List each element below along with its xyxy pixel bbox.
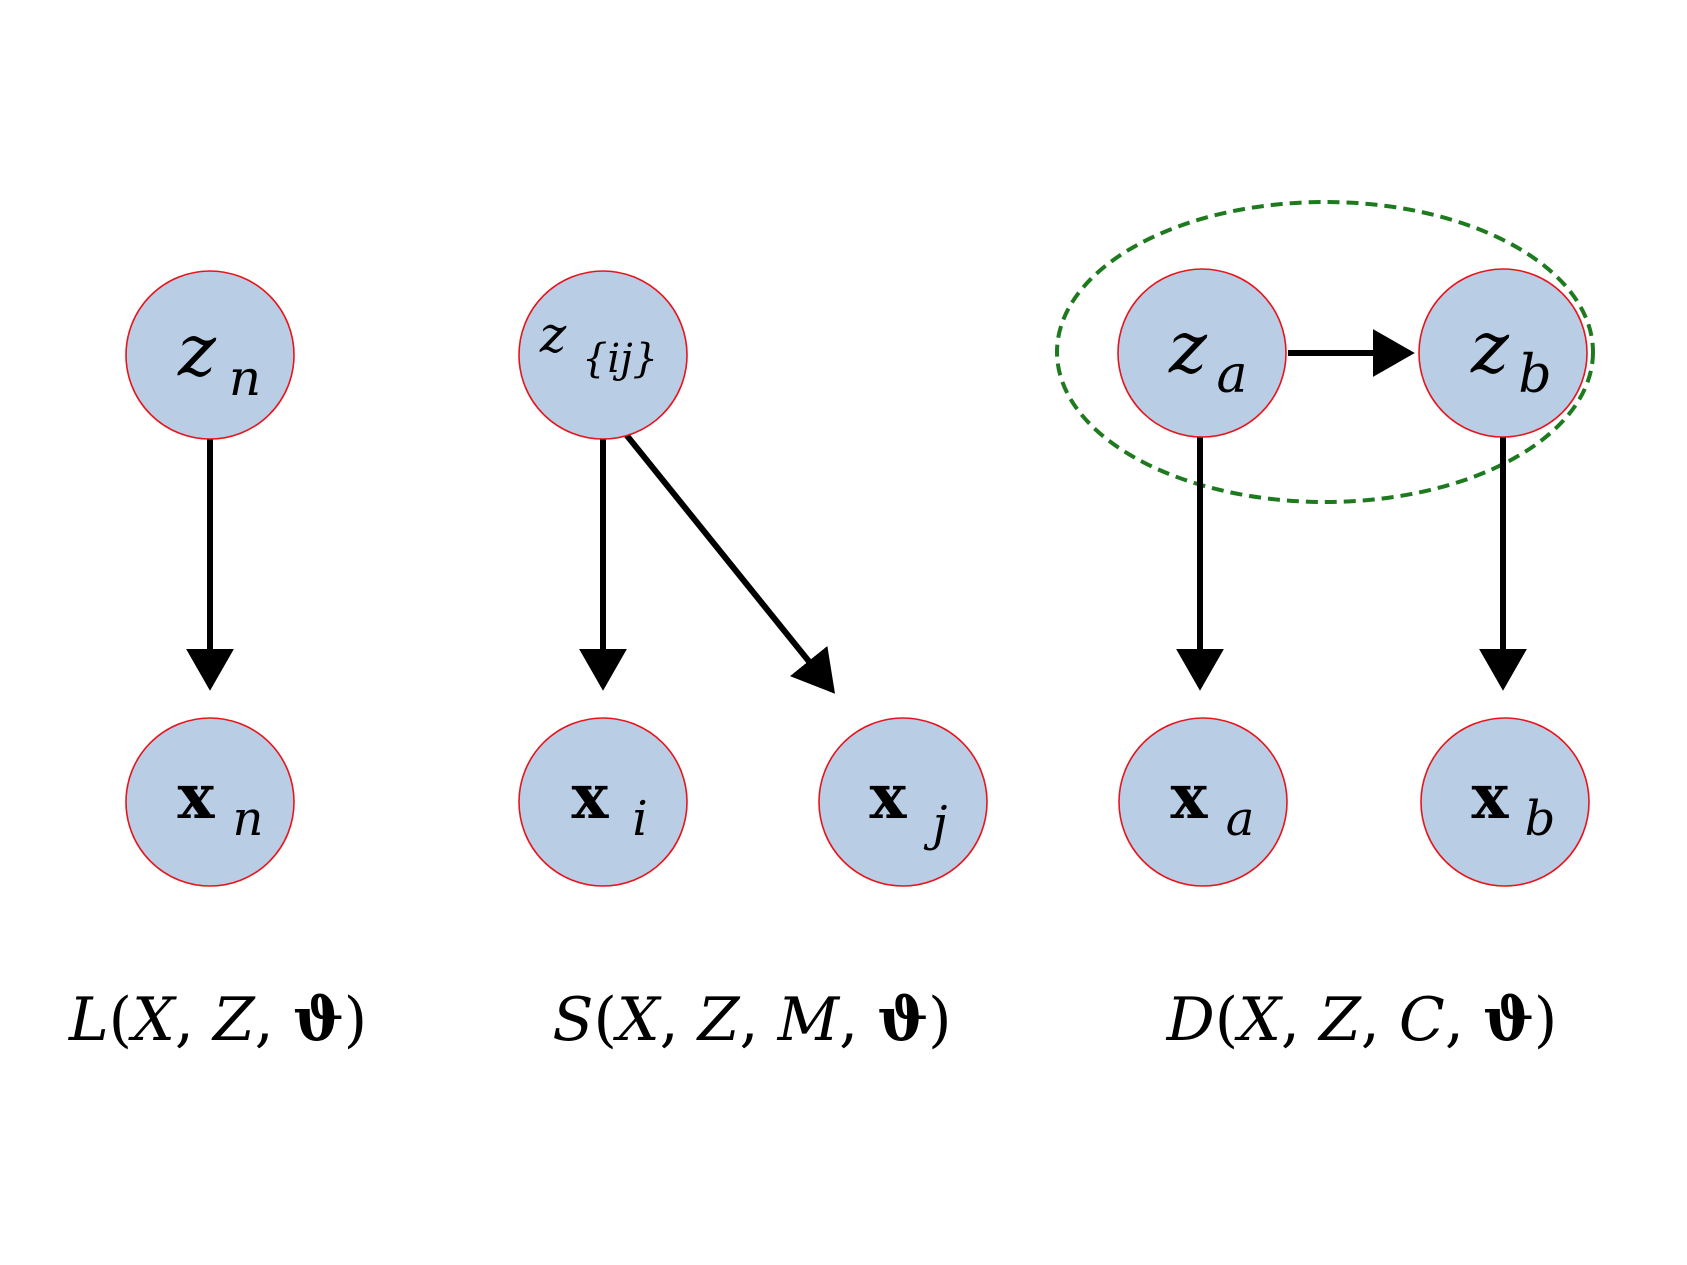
caption-d-arg-x: X	[1234, 985, 1283, 1055]
node-zb: z b	[1418, 268, 1588, 438]
panel-dependent-model: z a z b x a x b D(X, Z, C, ϑ)	[1055, 200, 1595, 1055]
node-xj: x j	[818, 717, 988, 887]
panel-shared-model: z {ij} x i x j S(X, Z, M, ϑ)	[518, 270, 988, 1055]
node-xn-base: x	[178, 760, 216, 833]
node-zij-base: z	[539, 306, 567, 364]
caption-shared-model: S(X, Z, M, ϑ)	[552, 985, 951, 1055]
node-zn-base: z	[177, 308, 217, 392]
node-zb-sub: b	[1518, 345, 1551, 405]
caption-latent-model: L(X, Z, ϑ)	[68, 985, 367, 1055]
caption-s-symbol: S	[552, 985, 593, 1055]
caption-l-arg-z: Z	[211, 985, 256, 1055]
node-za-sub: a	[1216, 345, 1247, 405]
node-xb-base: x	[1472, 760, 1510, 833]
node-xa: x a	[1118, 717, 1288, 887]
node-zij: z {ij}	[518, 270, 688, 440]
node-zn-sub: n	[229, 349, 261, 407]
node-xi-base: x	[572, 760, 610, 833]
node-za: z a	[1117, 268, 1287, 438]
caption-l-arg-x: X	[128, 985, 177, 1055]
caption-d-arg-z: Z	[1317, 985, 1362, 1055]
group-outline-za-zb	[1055, 200, 1595, 504]
caption-s-arg-theta: ϑ	[877, 985, 928, 1055]
node-xi: x i	[518, 717, 688, 887]
node-za-base: z	[1168, 305, 1208, 389]
caption-d-arg-c: C	[1399, 985, 1445, 1055]
node-xi-sub: i	[632, 791, 647, 847]
caption-l-symbol: L	[68, 985, 109, 1055]
caption-s-arg-z: Z	[696, 985, 741, 1055]
edge-zij-to-xj	[621, 430, 836, 694]
node-zij-sub: {ij}	[582, 336, 658, 382]
node-xa-sub: a	[1226, 791, 1255, 847]
node-xn: x n	[125, 717, 295, 887]
caption-d-symbol: D	[1166, 985, 1215, 1055]
node-xb-sub: b	[1525, 791, 1556, 847]
caption-d-arg-theta: ϑ	[1483, 985, 1534, 1055]
caption-l-arg-theta: ϑ	[293, 985, 344, 1055]
node-zb-base: z	[1470, 305, 1510, 389]
node-zn: z n	[125, 270, 295, 440]
caption-s-arg-m: M	[777, 985, 841, 1055]
node-xb: x b	[1420, 717, 1590, 887]
node-xn-sub: n	[233, 791, 264, 847]
node-xa-base: x	[1171, 760, 1209, 833]
caption-dependent-model: D(X, Z, C, ϑ)	[1166, 985, 1558, 1055]
caption-s-arg-x: X	[613, 985, 662, 1055]
node-xj-base: x	[870, 760, 908, 833]
panel-latent-model: z n x n L(X, Z, ϑ)	[68, 270, 367, 1055]
